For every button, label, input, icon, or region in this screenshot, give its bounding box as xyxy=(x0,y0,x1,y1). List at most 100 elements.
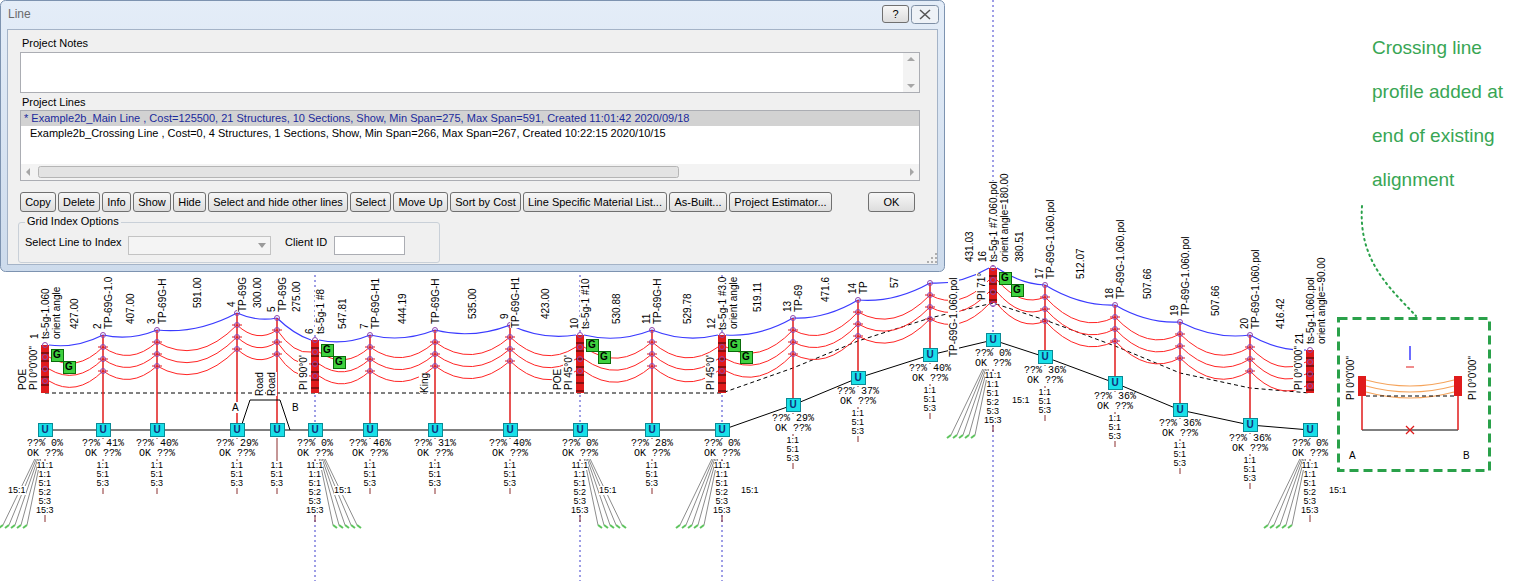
structure-label: 12 xyxy=(706,318,717,329)
conductor xyxy=(1366,386,1454,392)
label-text: U xyxy=(989,335,996,345)
guy-ratio: 1:1 xyxy=(97,461,110,470)
label-text: G xyxy=(1013,285,1021,295)
attachment-point xyxy=(43,355,48,360)
structure-label: TP xyxy=(858,281,869,294)
tangent-structure xyxy=(792,318,794,405)
usage-box: U xyxy=(851,371,866,385)
usage-percent: ??% 29% xyxy=(216,439,258,449)
conductor xyxy=(49,347,103,363)
usage-box: U xyxy=(1038,350,1053,364)
label-text: OK xyxy=(884,196,900,208)
pi-label: PI 90°0' xyxy=(298,355,309,390)
guy-ratio: 15:3 xyxy=(713,506,731,515)
usage-percent: OK ??% xyxy=(417,449,453,459)
guy-ratio: 1:1 xyxy=(646,461,659,470)
structure-label: TP-69G-H1 xyxy=(370,278,381,329)
structure-divider xyxy=(576,351,584,352)
usage-box: U xyxy=(308,423,323,437)
guy-ratio: 5:3 xyxy=(504,479,517,488)
attachment-point xyxy=(720,369,725,374)
usage-percent: OK ??% xyxy=(297,449,333,459)
crossarm xyxy=(1040,321,1050,322)
help-button: ? xyxy=(882,5,909,23)
label-text: Project Estimator... xyxy=(734,196,826,208)
attachment-point xyxy=(1178,356,1183,361)
attachment-point xyxy=(235,323,240,328)
crossarm xyxy=(647,354,657,355)
label-text: Select Line to Index xyxy=(25,236,122,248)
structure-label: ts-5g-1 #8 xyxy=(315,289,326,334)
label-text: Select xyxy=(355,196,386,208)
guy-ratio: 15:3 xyxy=(36,506,54,515)
attachment-point xyxy=(508,347,513,352)
guy-ratio: 5:1 xyxy=(574,479,587,488)
crossarm xyxy=(98,347,108,348)
usage-box: U xyxy=(150,423,165,437)
label-text: Project Notes xyxy=(22,37,88,49)
profile-drawing xyxy=(0,0,1314,581)
guy-flag: G xyxy=(1011,284,1024,297)
attachment-point xyxy=(433,328,438,333)
span-length: 275.00 xyxy=(291,281,302,312)
usage-percent: ??% 40% xyxy=(136,439,178,449)
usage-percent: OK ??% xyxy=(704,449,740,459)
resize-grip xyxy=(931,257,933,259)
scroll-arrow xyxy=(910,168,914,176)
conductor xyxy=(49,371,103,387)
guy-ratio: 5:3 xyxy=(1039,406,1052,415)
attachment-point xyxy=(1113,315,1118,320)
usage-percent: ??% 0% xyxy=(975,349,1011,359)
guy-ratio: 5:2 xyxy=(716,488,729,497)
crossarm xyxy=(788,354,798,355)
structure-divider xyxy=(576,343,584,344)
crossarm xyxy=(232,349,242,350)
guy-anchor xyxy=(953,435,957,438)
structure-divider xyxy=(311,348,319,349)
guy-ratio: 5:1 xyxy=(852,418,865,427)
crossarm xyxy=(365,359,375,360)
guy-ratio: 5:1 xyxy=(924,395,937,404)
span-length: 530.88 xyxy=(611,293,622,324)
structure-divider xyxy=(311,380,319,381)
usage-percent: OK ??% xyxy=(139,449,175,459)
crossarm xyxy=(925,295,935,296)
pi-label: PI 45°0' xyxy=(563,355,574,390)
attachment-point xyxy=(1113,303,1118,308)
dialog-chrome xyxy=(1,1,945,272)
label-text: U xyxy=(718,425,725,435)
resize-grip xyxy=(927,261,929,263)
guy-ratio: 5:3 xyxy=(1174,459,1187,468)
usage-percent: OK ??% xyxy=(85,449,121,459)
guy-ratio: 5:1 xyxy=(787,445,800,454)
structure-label: ts-5g-1 #10 xyxy=(580,278,591,329)
resize-grip xyxy=(935,261,937,263)
structure-label: TP-69G-1.0 xyxy=(103,277,114,329)
span-length: 519.11 xyxy=(752,282,763,312)
structure-label: TP-69G xyxy=(277,277,288,312)
usage-percent: OK ??% xyxy=(27,449,63,459)
guy-ratio: 1:1 xyxy=(151,461,164,470)
guy-ratio: 1:1 xyxy=(987,380,1000,389)
span-length: 591.00 xyxy=(192,277,203,308)
conductor xyxy=(319,371,370,384)
crossing-x xyxy=(1406,426,1414,434)
conductor xyxy=(157,349,237,375)
guy-ratio: 5:1 xyxy=(364,470,377,479)
label-text: Show xyxy=(138,196,166,208)
crossing-marker xyxy=(1406,367,1414,368)
guy-ratio: 1:1 xyxy=(852,409,865,418)
attachment-point xyxy=(650,364,655,369)
attachment-point xyxy=(1308,348,1313,353)
guy-anchor xyxy=(1288,525,1292,528)
span-length: 300.00 xyxy=(252,277,263,308)
clearance-line xyxy=(1366,396,1454,397)
dialog-button: Sort by Cost xyxy=(450,192,521,212)
label-text: Delete xyxy=(63,196,95,208)
span-length: 57 xyxy=(889,277,900,288)
dialog-button: Move Up xyxy=(393,192,448,212)
guy-ratio: 1:1 xyxy=(1174,441,1187,450)
crossing-marker: B xyxy=(292,402,299,413)
conductor xyxy=(370,342,435,358)
conductor xyxy=(103,366,157,379)
